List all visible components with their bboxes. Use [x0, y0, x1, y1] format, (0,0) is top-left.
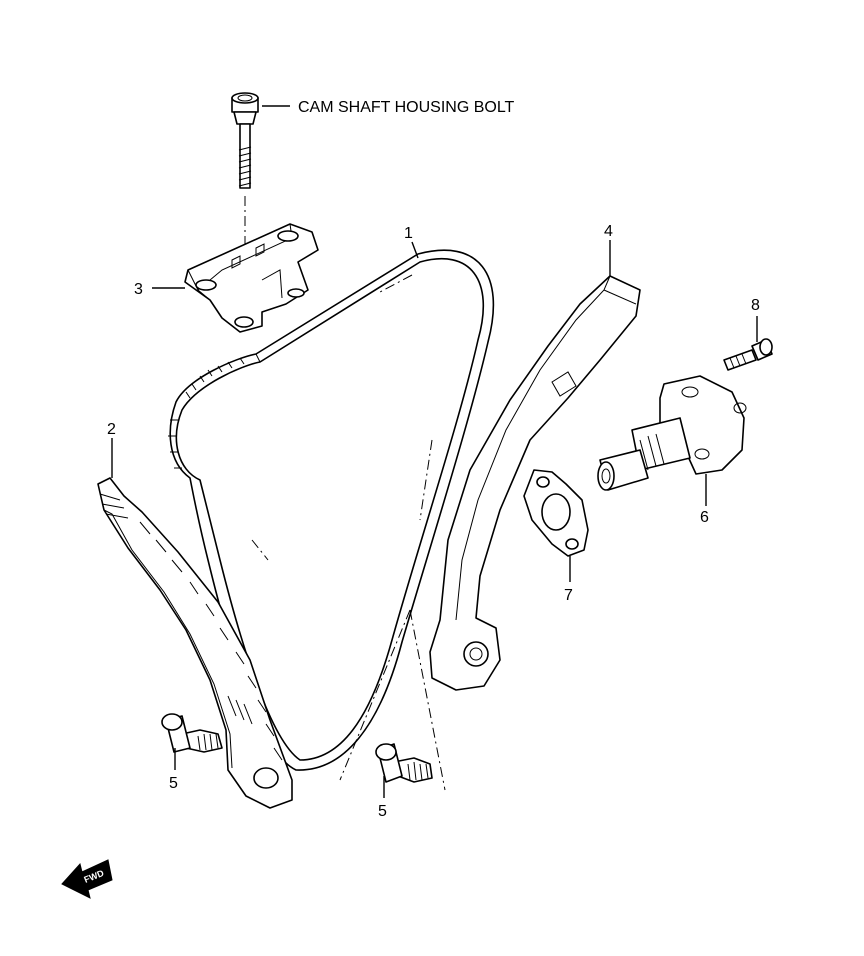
callout-8: 8	[751, 297, 760, 342]
svg-text:8: 8	[751, 297, 760, 314]
svg-text:2: 2	[107, 421, 116, 438]
callout-5-right: 5	[378, 776, 387, 820]
part-5-bolt-left	[161, 713, 223, 753]
svg-text:5: 5	[169, 775, 178, 792]
callout-6: 6	[700, 474, 709, 526]
part-3-cam-housing	[184, 223, 319, 333]
svg-text:7: 7	[564, 587, 573, 604]
callout-1: 1	[404, 225, 419, 259]
callout-7: 7	[564, 556, 573, 604]
callout-2: 2	[107, 421, 116, 478]
part-6-tensioner-adjuster	[597, 375, 747, 491]
svg-text:5: 5	[378, 803, 387, 820]
part-5-bolt-right	[375, 743, 433, 783]
part-8-bolt	[723, 338, 773, 371]
part-2-chain-guide-left	[97, 477, 293, 809]
svg-text:1: 1	[404, 225, 413, 242]
callout-4: 4	[604, 223, 613, 276]
part-4-chain-guide-right	[429, 275, 641, 691]
svg-text:3: 3	[134, 281, 143, 298]
svg-text:6: 6	[700, 509, 709, 526]
callout-5-left: 5	[169, 748, 178, 792]
callout-bolt: CAM SHAFT HOUSING BOLT	[262, 99, 515, 116]
part-7-gasket	[523, 469, 589, 557]
part-1-cam-chain	[168, 249, 495, 791]
forward-arrow-icon: FWD	[61, 859, 113, 899]
svg-text:4: 4	[604, 223, 613, 240]
bolt-label: CAM SHAFT HOUSING BOLT	[298, 99, 515, 116]
callout-3: 3	[134, 281, 185, 298]
